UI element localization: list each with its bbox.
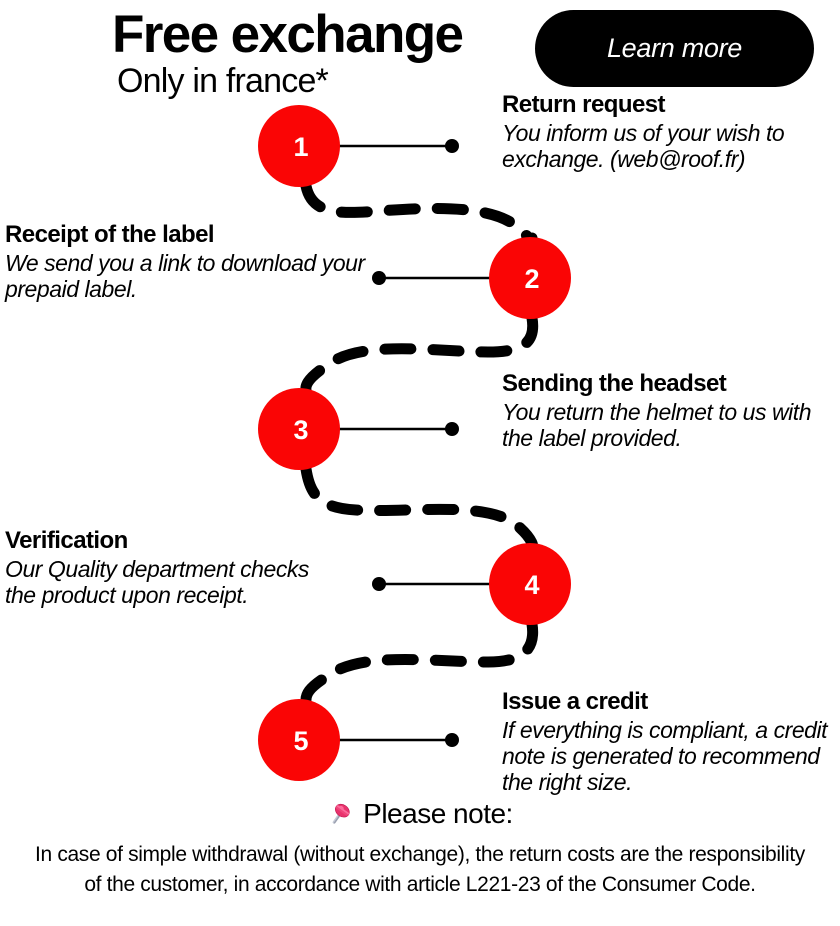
step-connector-dot-1 bbox=[445, 139, 459, 153]
step-title-4: Verification bbox=[5, 527, 128, 554]
step-connector-dot-5 bbox=[445, 733, 459, 747]
step-number-3: 3 bbox=[293, 415, 308, 445]
please-note-label: Please note: bbox=[363, 798, 513, 829]
step-circle-4[interactable] bbox=[489, 543, 571, 625]
header-title-block: Free exchange Only in france* bbox=[112, 5, 522, 101]
step-number-1: 1 bbox=[293, 132, 308, 162]
step-title-2: Receipt of the label bbox=[5, 221, 215, 248]
dashed-connector-2-to-3 bbox=[300, 312, 539, 396]
step-connector-dot-4 bbox=[372, 577, 386, 591]
step-title-5: Issue a credit bbox=[502, 688, 648, 715]
step-text-block-5: Issue a credit If everything is complian… bbox=[502, 688, 832, 795]
pushpin-icon bbox=[327, 801, 353, 827]
please-note-row: Please note: bbox=[0, 800, 840, 828]
learn-more-button[interactable]: Learn more bbox=[535, 10, 814, 87]
step-text-block-2: Receipt of the label We send you a link … bbox=[5, 221, 395, 302]
step-title-1: Return request bbox=[502, 91, 666, 118]
footer-note-body: In case of simple withdrawal (without ex… bbox=[35, 843, 805, 896]
step-circle-5[interactable] bbox=[258, 699, 340, 781]
dashed-connector-4-to-5 bbox=[300, 618, 539, 706]
dashed-connector-3-to-4 bbox=[300, 463, 538, 551]
step-description-4: Our Quality department checks the produc… bbox=[5, 555, 309, 608]
step-number-5: 5 bbox=[293, 726, 308, 756]
footer-note: Please note: In case of simple withdrawa… bbox=[0, 800, 840, 900]
page-subtitle: Only in france* bbox=[117, 62, 329, 101]
step-connector-dot-3 bbox=[445, 422, 459, 436]
step-number-4: 4 bbox=[524, 570, 539, 600]
step-circle-3[interactable] bbox=[258, 388, 340, 470]
step-description-3: You return the helmet to us with the lab… bbox=[502, 398, 812, 451]
step-description-5: If everything is compliant, a credit not… bbox=[502, 716, 828, 795]
step-number-2: 2 bbox=[524, 264, 539, 294]
step-text-block-1: Return request You inform us of your wis… bbox=[502, 91, 840, 172]
step-description-2: We send you a link to download your prep… bbox=[5, 249, 365, 302]
step-text-block-3: Sending the headset You return the helme… bbox=[502, 370, 840, 451]
step-text-block-4: Verification Our Quality department chec… bbox=[5, 527, 335, 608]
step-circle-1[interactable] bbox=[258, 105, 340, 187]
step-description-1: You inform us of your wish to exchange. … bbox=[502, 119, 785, 172]
step-circle-2[interactable] bbox=[489, 237, 571, 319]
step-title-3: Sending the headset bbox=[502, 370, 727, 397]
page-title: Free exchange bbox=[112, 5, 464, 64]
